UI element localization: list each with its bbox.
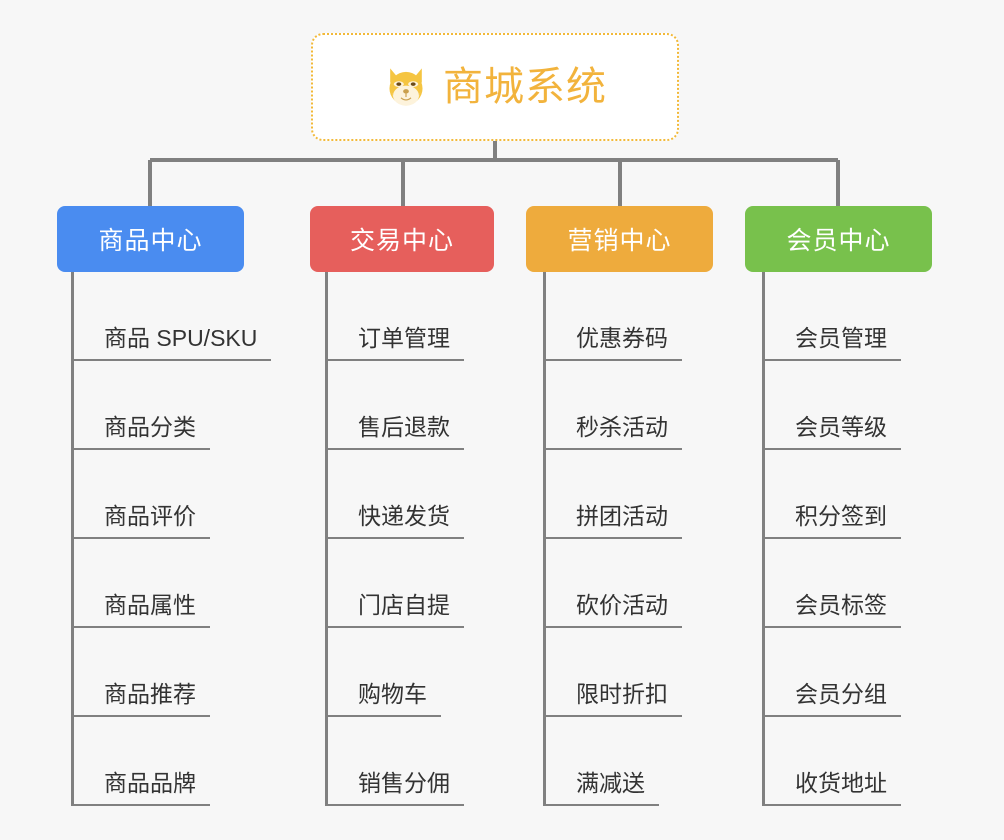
leaf-item[interactable]: 积分签到 — [762, 450, 901, 539]
category-box-1[interactable]: 交易中心 — [310, 206, 494, 272]
leaf-label: 订单管理 — [325, 325, 464, 361]
leaf-item[interactable]: 商品 SPU/SKU — [71, 272, 272, 361]
shiba-dog-icon — [389, 68, 423, 106]
root-node[interactable]: 商城系统 — [311, 33, 679, 141]
leaf-item[interactable]: 商品分类 — [71, 361, 271, 450]
category-box-3[interactable]: 会员中心 — [745, 206, 932, 272]
leaf-item[interactable]: 会员分组 — [762, 628, 901, 717]
category-label-2: 营销中心 — [567, 227, 672, 255]
leaf-column-3: 会员管理 会员等级 积分签到 会员标签 会员分组 收货地址 — [762, 272, 901, 806]
leaf-label: 拼团活动 — [543, 503, 682, 539]
category-box-0[interactable]: 商品中心 — [57, 206, 244, 272]
root-title: 商城系统 — [443, 65, 607, 109]
leaf-label: 会员等级 — [762, 414, 901, 450]
leaf-label: 秒杀活动 — [543, 414, 682, 450]
leaf-item[interactable]: 会员标签 — [762, 539, 901, 628]
leaf-item[interactable]: 满减送 — [543, 717, 682, 806]
leaf-column-2: 优惠券码 秒杀活动 拼团活动 砍价活动 限时折扣 满减送 — [543, 272, 682, 806]
leaf-label: 商品品牌 — [71, 770, 210, 806]
leaf-label: 会员分组 — [762, 681, 901, 717]
leaf-item[interactable]: 拼团活动 — [543, 450, 682, 539]
leaf-item[interactable]: 商品评价 — [71, 450, 271, 539]
leaf-label: 优惠券码 — [543, 325, 682, 361]
leaf-label: 商品分类 — [71, 414, 210, 450]
leaf-label: 收货地址 — [762, 770, 901, 806]
leaf-label: 砍价活动 — [543, 592, 682, 628]
leaf-item[interactable]: 订单管理 — [325, 272, 464, 361]
category-label-1: 交易中心 — [349, 227, 454, 255]
leaf-label: 门店自提 — [325, 592, 464, 628]
leaf-label: 满减送 — [543, 770, 659, 806]
leaf-label: 积分签到 — [762, 503, 901, 539]
leaf-label: 销售分佣 — [325, 770, 464, 806]
leaf-label: 限时折扣 — [543, 681, 682, 717]
leaf-label: 商品推荐 — [71, 681, 210, 717]
leaf-column-0: 商品 SPU/SKU 商品分类 商品评价 商品属性 商品推荐 商品品牌 — [71, 272, 272, 806]
leaf-item[interactable]: 砍价活动 — [543, 539, 682, 628]
leaf-label: 商品属性 — [71, 592, 210, 628]
leaf-label: 购物车 — [325, 681, 441, 717]
leaf-item[interactable]: 快递发货 — [325, 450, 464, 539]
leaf-label: 售后退款 — [325, 414, 464, 450]
leaf-column-1: 订单管理 售后退款 快递发货 门店自提 购物车 销售分佣 — [325, 272, 464, 806]
leaf-item[interactable]: 秒杀活动 — [543, 361, 682, 450]
leaf-item[interactable]: 商品品牌 — [71, 717, 271, 806]
leaf-item[interactable]: 售后退款 — [325, 361, 464, 450]
leaf-label: 会员管理 — [762, 325, 901, 361]
category-label-0: 商品中心 — [98, 227, 203, 255]
leaf-item[interactable]: 优惠券码 — [543, 272, 682, 361]
leaf-item[interactable]: 门店自提 — [325, 539, 464, 628]
leaf-item[interactable]: 收货地址 — [762, 717, 901, 806]
leaf-label: 商品评价 — [71, 503, 210, 539]
leaf-label: 商品 SPU/SKU — [71, 325, 272, 361]
leaf-item[interactable]: 商品推荐 — [71, 628, 271, 717]
leaf-item[interactable]: 商品属性 — [71, 539, 271, 628]
leaf-label: 快递发货 — [325, 503, 464, 539]
leaf-item[interactable]: 会员管理 — [762, 272, 901, 361]
leaf-label: 会员标签 — [762, 592, 901, 628]
leaf-item[interactable]: 限时折扣 — [543, 628, 682, 717]
leaf-item[interactable]: 购物车 — [325, 628, 464, 717]
category-label-3: 会员中心 — [786, 227, 891, 255]
category-box-2[interactable]: 营销中心 — [526, 206, 713, 272]
leaf-item[interactable]: 销售分佣 — [325, 717, 464, 806]
leaf-item[interactable]: 会员等级 — [762, 361, 901, 450]
